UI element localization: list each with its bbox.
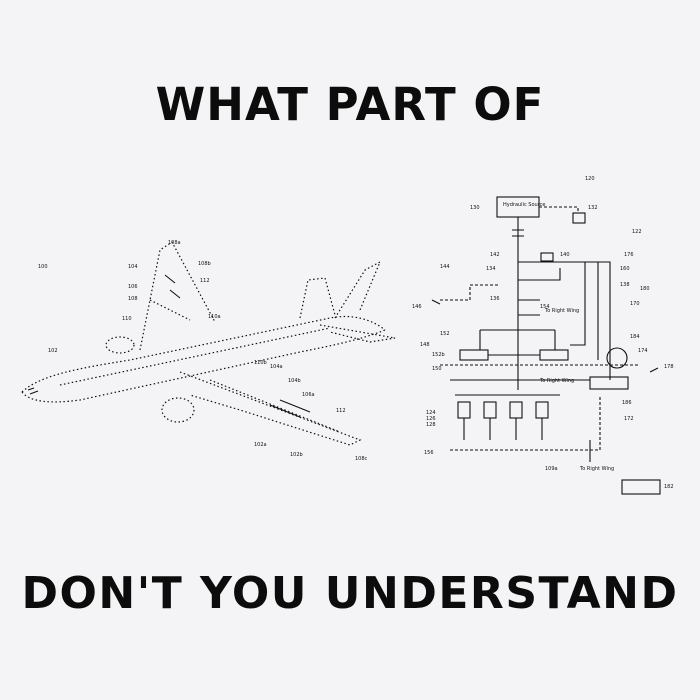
label-174: 174	[638, 348, 648, 354]
label-104b: 104b	[288, 378, 301, 384]
headline-top: WHAT PART OF	[155, 78, 545, 131]
label-178: 178	[664, 364, 674, 370]
label-106: 106	[128, 284, 138, 290]
label-148: 148	[420, 342, 430, 348]
label-154: 154	[540, 304, 550, 310]
label-140: 140	[560, 252, 570, 258]
label-104a: 104a	[270, 364, 283, 370]
label-108: 108	[128, 296, 138, 302]
label-132: 132	[588, 205, 598, 211]
label-122: 122	[632, 229, 642, 235]
label-102a: 102a	[254, 442, 267, 448]
label-110b: 110b	[254, 360, 267, 366]
label-102b: 102b	[290, 452, 303, 458]
to-right-wing-label-3: To Right Wing	[579, 466, 614, 472]
label-170: 170	[630, 301, 640, 307]
label-108c: 108c	[355, 456, 368, 462]
label-126: 126	[426, 416, 436, 422]
label-184: 184	[630, 334, 640, 340]
label-176: 176	[624, 252, 634, 258]
label-106a: 106a	[302, 392, 315, 398]
label-182: 182	[664, 484, 674, 490]
label-160: 160	[620, 266, 630, 272]
label-108a: 108a	[168, 240, 181, 246]
label-110: 110	[122, 316, 132, 322]
label-112a: 112	[200, 278, 210, 284]
label-146: 146	[412, 304, 422, 310]
label-172: 172	[624, 416, 634, 422]
label-104: 104	[128, 264, 138, 270]
label-142: 142	[490, 252, 500, 258]
label-138: 138	[620, 282, 630, 288]
label-108b: 108b	[198, 261, 211, 267]
label-134: 134	[486, 266, 496, 272]
to-right-wing-label-1: To Right Wing	[544, 308, 579, 314]
label-152b: 152b	[432, 352, 445, 358]
hydraulic-source-label: Hydraulic Source	[503, 202, 545, 208]
headline-bottom: DON'T YOU UNDERSTAND	[21, 568, 679, 619]
hydraulic-schematic: Hydraulic Source	[412, 176, 674, 495]
airplane-reference-labels: 100 102 104 106 108 108a 108b 110 112 11…	[38, 240, 368, 462]
label-150: 150	[432, 366, 442, 372]
label-136: 136	[490, 296, 500, 302]
label-180: 180	[640, 286, 650, 292]
to-right-wing-label-2: To Right Wing	[539, 378, 574, 384]
label-124: 124	[426, 410, 436, 416]
label-109a: 109a	[545, 466, 558, 472]
label-100: 100	[38, 264, 48, 270]
label-102: 102	[48, 348, 58, 354]
label-186: 186	[622, 400, 632, 406]
label-120: 120	[585, 176, 595, 182]
label-144: 144	[440, 264, 450, 270]
label-130: 130	[470, 205, 480, 211]
label-128: 128	[426, 422, 436, 428]
label-152: 152	[440, 331, 450, 337]
label-112b: 112	[336, 408, 346, 414]
label-110a: 110a	[208, 314, 221, 320]
label-156: 156	[424, 450, 434, 456]
